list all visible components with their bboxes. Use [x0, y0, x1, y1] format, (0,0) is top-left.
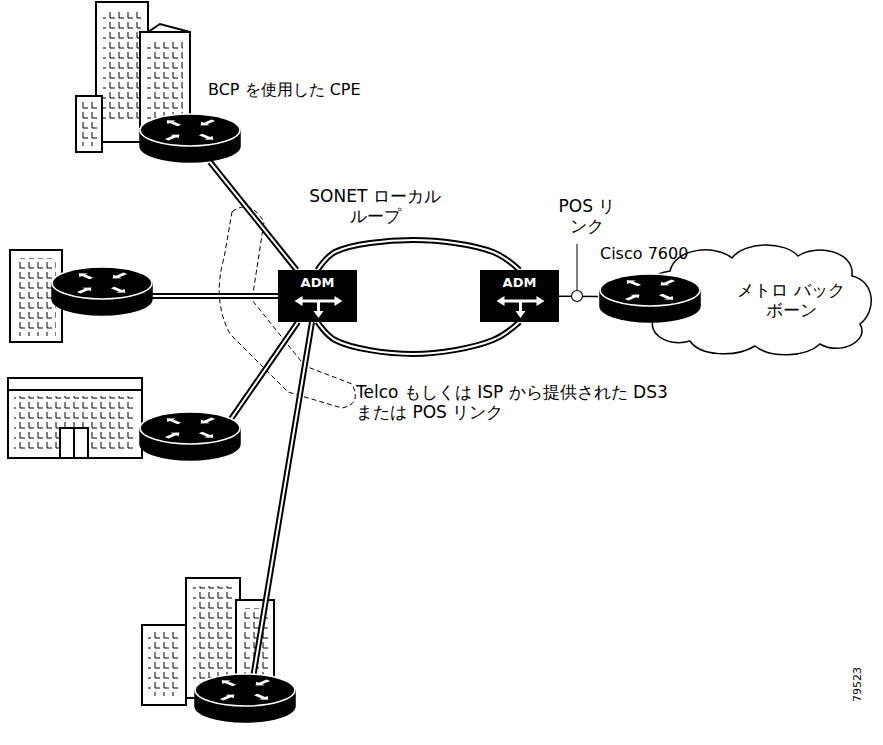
router-icon — [598, 272, 702, 322]
adm-label: ADM — [279, 275, 356, 291]
link-line — [210, 162, 297, 270]
link-label: POS リンク — [555, 196, 619, 237]
access-link — [150, 296, 278, 297]
access-link — [222, 322, 298, 432]
router-icon — [195, 674, 295, 722]
router-icon — [136, 112, 244, 162]
router-icon — [52, 267, 152, 315]
core-router: Cisco 7600 — [598, 272, 702, 322]
sonet-ring — [318, 322, 520, 354]
access-links — [150, 296, 312, 684]
device-label: Cisco 7600 — [600, 244, 688, 263]
cpe-router: BCP を使用した CPE — [136, 112, 244, 162]
sonet-ring — [318, 240, 520, 270]
ring-label: SONET ローカル ループ — [300, 186, 450, 227]
link-marker — [572, 291, 583, 302]
device-label: BCP を使用した CPE — [208, 80, 361, 99]
router-icon — [140, 412, 240, 460]
office-buildings — [8, 2, 274, 705]
adm-box: ADM — [480, 270, 559, 322]
router-icon — [140, 114, 240, 162]
access-link — [252, 322, 312, 684]
cloud-label: メトロ バックボーン — [732, 280, 850, 321]
router-icons — [52, 267, 295, 722]
link-note: Telco もしくは ISP から提供された DS3 または POS リンク — [356, 382, 668, 423]
figure-number: 79523 — [851, 667, 864, 702]
leader-line — [577, 244, 578, 290]
router-icon — [600, 274, 700, 322]
adm-label: ADM — [481, 275, 558, 291]
adm-box: ADM — [278, 270, 357, 322]
